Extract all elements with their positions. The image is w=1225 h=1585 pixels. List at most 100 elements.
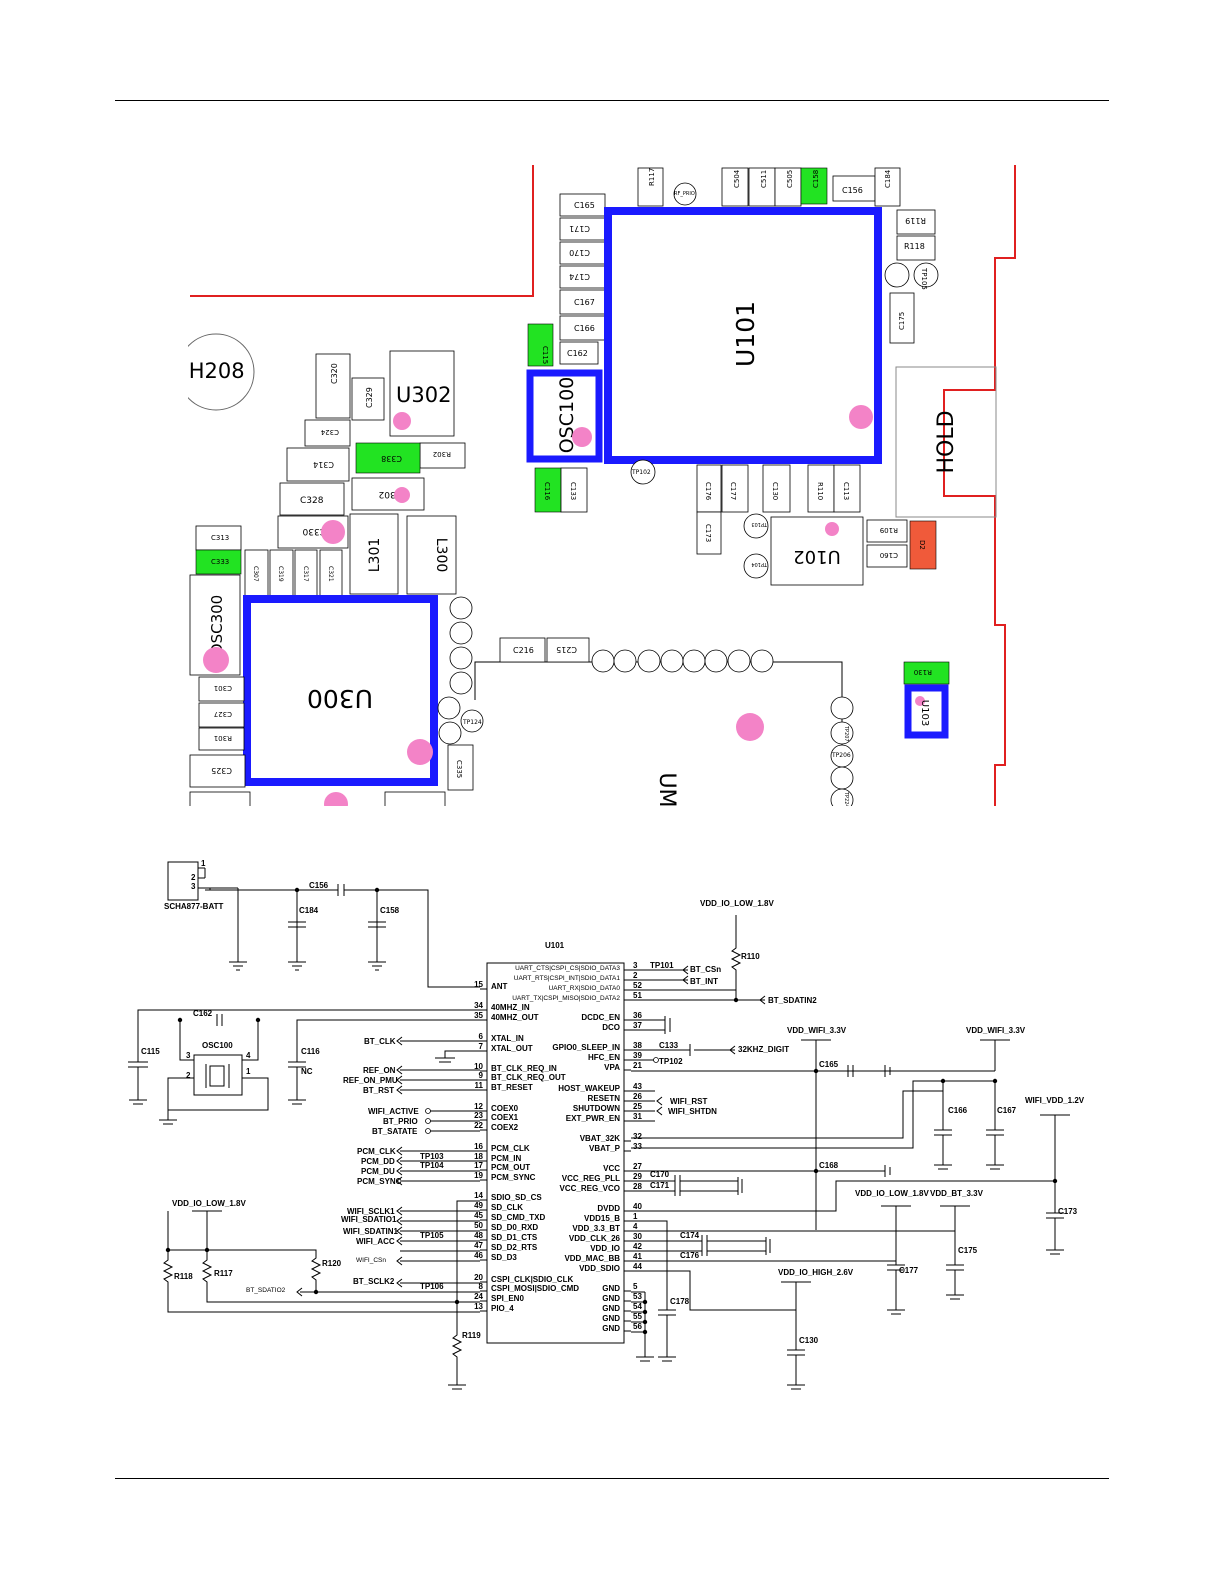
svg-text:WIFI_SDATIO1: WIFI_SDATIO1 [341,1215,397,1224]
pin-number: 29 [633,1172,642,1181]
pin-number: 10 [474,1062,483,1071]
svg-text:C115: C115 [541,346,549,364]
pin-number: 17 [474,1161,483,1170]
pin-number: 28 [633,1182,642,1191]
pin-name: GND [602,1324,620,1333]
svg-text:VDD_WIFI_3.3V: VDD_WIFI_3.3V [787,1026,847,1035]
pin1-marker [572,427,592,447]
svg-text:C307: C307 [252,566,259,582]
pin-name: GND [602,1294,620,1303]
svg-text:C116: C116 [301,1047,320,1056]
pin-number: 30 [633,1232,642,1241]
svg-text:C173: C173 [1058,1207,1078,1216]
diode-d2 [909,520,937,570]
chip-u101-label: U101 [731,301,760,367]
pin-name: SD_CLK [491,1203,523,1212]
svg-text:VDD_BT_3.3V: VDD_BT_3.3V [930,1189,984,1198]
pin-number: 19 [474,1171,483,1180]
svg-text:C330: C330 [302,526,326,536]
svg-text:C301: C301 [214,684,232,692]
svg-text:C327: C327 [214,710,232,718]
svg-text:BT_SDATIN2: BT_SDATIN2 [768,996,817,1005]
chip-u302-label: U302 [396,383,451,407]
svg-text:R110: R110 [741,952,760,961]
svg-text:R118: R118 [904,242,925,251]
pin-number: 49 [474,1201,483,1210]
pin-number: 37 [633,1021,642,1030]
pin1-marker [393,412,411,430]
pin-name: VDD_SDIO [579,1264,620,1273]
svg-text:R120: R120 [322,1259,342,1268]
pin-number: 4 [633,1222,638,1231]
svg-text:C165: C165 [819,1060,839,1069]
pin-number: 12 [474,1102,483,1111]
pin-name: VDD_MAC_BB [564,1254,620,1263]
svg-text:WIFI_SCLK1: WIFI_SCLK1 [347,1207,395,1216]
pin-number: 1 [633,1212,638,1221]
svg-text:L300: L300 [433,538,449,573]
pin-name: VDD_3.3_BT [572,1224,620,1233]
svg-text:TP104: TP104 [420,1161,444,1170]
svg-text:C176: C176 [704,482,712,501]
svg-text:WIFI_ACTIVE: WIFI_ACTIVE [368,1107,419,1116]
connector-name: SCHA877-BATT [164,902,224,911]
green-pad-c115 [527,323,554,367]
pin-number: 5 [633,1282,638,1291]
svg-text:C133: C133 [569,482,577,500]
pin-name: BT_RESET [491,1083,533,1092]
pin-name: PCM_SYNC [491,1173,536,1182]
svg-text:C176: C176 [680,1251,700,1260]
pin-name: GND [602,1314,620,1323]
svg-text:C130: C130 [799,1336,819,1345]
svg-text:BT_SDATIO2: BT_SDATIO2 [246,1287,286,1294]
svg-text:R119: R119 [462,1331,481,1340]
svg-text:C215: C215 [556,645,577,654]
pin-name: SD_D1_CTS [491,1233,538,1242]
svg-text:R301: R301 [214,734,232,742]
pin-number: 8 [479,1282,484,1291]
pin1-marker [736,713,764,741]
pin-name: UART_RTS|CSPI_INT|SDIO_DATA1 [514,975,621,982]
pin-number: 22 [474,1121,483,1130]
svg-text:WIFI_SHTDN: WIFI_SHTDN [668,1107,717,1116]
pin-number: 34 [474,1001,483,1010]
svg-text:VDD_IO_LOW_1.8V: VDD_IO_LOW_1.8V [700,899,774,908]
pin-name: SD_CMD_TXD [491,1213,545,1222]
svg-text:C156: C156 [309,881,329,890]
svg-text:TP224: TP224 [843,791,849,808]
battery-connector [167,861,199,901]
pin-number: 14 [474,1191,483,1200]
svg-text:TP103: TP103 [751,521,768,527]
svg-text:1: 1 [246,1067,251,1076]
pin-number: 41 [633,1252,642,1261]
svg-text:R118: R118 [174,1272,193,1281]
pin-name: SD_D2_RTS [491,1243,538,1252]
pin-name: SPI_EN0 [491,1294,524,1303]
svg-text:TP104: TP104 [751,561,768,567]
svg-text:TP124: TP124 [462,719,482,726]
pin-number: 20 [474,1273,483,1282]
board-outline [190,165,534,297]
pin-number: 52 [633,981,642,990]
pin-name: RESETN [588,1094,621,1103]
svg-text:C319: C319 [277,566,284,582]
svg-text:PCM_DD: PCM_DD [361,1157,395,1166]
svg-text:C335: C335 [455,760,463,778]
chip-osc100 [526,369,603,463]
pin-number: 38 [633,1041,642,1050]
svg-text:R117: R117 [648,168,656,186]
pin-number: 3 [633,961,638,970]
svg-text:C302: C302 [379,489,402,499]
pin-name: ANT [491,982,508,991]
svg-text:BT_SCLK2: BT_SCLK2 [353,1277,395,1286]
svg-text:R302: R302 [433,450,451,458]
pin-number: 45 [474,1211,483,1220]
svg-text:C314: C314 [313,460,334,469]
svg-text:VDD_WIFI_3.3V: VDD_WIFI_3.3V [966,1026,1026,1035]
svg-text:PCM_DU: PCM_DU [361,1167,395,1176]
svg-text:R109: R109 [880,526,898,534]
svg-text:3: 3 [186,1051,191,1060]
chip-u103-label: U103 [919,700,930,726]
svg-text:C320: C320 [330,363,339,384]
svg-text:C167: C167 [574,298,595,307]
